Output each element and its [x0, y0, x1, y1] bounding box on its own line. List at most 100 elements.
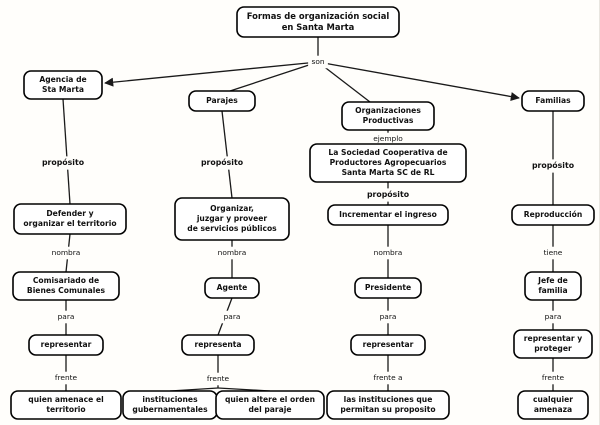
edge-label-frente-4: frente [542, 373, 565, 382]
node-label: Formas de organización social [247, 11, 390, 21]
node-label: territorio [46, 405, 85, 414]
node-label: organizar el territorio [23, 219, 116, 228]
node-label: Bienes Comunales [27, 286, 106, 295]
edge-label-layer: propósito propósito ejemplo propósito propós… [38, 55, 578, 386]
node-label: Sta Marta [42, 85, 84, 94]
edge-label-bg [197, 156, 247, 170]
edge-label-bg [375, 310, 401, 324]
edge-label-ejemplo: ejemplo [373, 134, 403, 143]
edge-label-bg [538, 246, 568, 260]
node-label: Productores Agropecuarios [330, 158, 447, 167]
edge-label-bg [371, 246, 405, 260]
node-label: Presidente [365, 283, 411, 292]
connector-root-parajes [229, 61, 319, 92]
edge-label-tiene: tiene [544, 248, 563, 257]
edge-label-para-1: para [58, 312, 75, 321]
node-label: Comisariado de [33, 276, 99, 285]
edge-label-bg [528, 159, 578, 173]
node-label: quien amenace el [28, 395, 103, 404]
node-label: La Sociedad Cooperativa de [328, 148, 447, 157]
node-label: instituciones [142, 395, 198, 404]
edge-label-nombra-3: nombra [374, 248, 403, 257]
node-label: representa [194, 340, 241, 349]
node-label: cualquier [533, 395, 573, 404]
node-presidente[interactable]: Presidente [354, 277, 422, 299]
edge-label-frente-a: frente a [373, 373, 402, 382]
node-label: proteger [534, 344, 572, 353]
node-label: del paraje [248, 405, 291, 414]
node-incrementar[interactable]: Incrementar el ingreso [327, 204, 449, 226]
node-label: representar y [524, 334, 582, 343]
node-label: las instituciones que [344, 395, 433, 404]
edge-label-para-2: para [224, 312, 241, 321]
edge-label-frente-2: frente [207, 374, 230, 383]
edge-label-bg [201, 372, 235, 386]
edge-label-bg [49, 371, 83, 385]
node-label: juzgar y proveer [196, 214, 268, 223]
edge-label-bg [366, 371, 410, 385]
connector-parajes-organizar [221, 110, 233, 199]
connector-root-organizaciones [317, 61, 371, 103]
node-label: Familias [535, 96, 571, 105]
node-representar1[interactable]: representar [28, 334, 104, 356]
node-label: en Santa Marta [282, 22, 355, 32]
edge-label-para-3: para [380, 312, 397, 321]
node-representa[interactable]: representa [181, 334, 255, 356]
connector-agencia-defender [62, 98, 71, 205]
node-label: Santa Marta SC de RL [342, 168, 435, 177]
node-label: Agencia de [39, 75, 86, 84]
edge-label-proposito-2: propósito [201, 158, 244, 167]
edge-label-son: son [311, 57, 324, 66]
edge-label-bg [536, 371, 570, 385]
node-label: Reproducción [524, 210, 582, 219]
edge-label-bg [49, 246, 83, 260]
node-label: familia [538, 286, 567, 295]
node-label: Jefe de [537, 276, 568, 285]
edge-label-bg [308, 55, 328, 69]
node-label: Productivas [363, 116, 414, 125]
edge-label-para-4: para [545, 312, 562, 321]
edge-label-frente-1: frente [55, 373, 78, 382]
node-label: Organizar, [210, 204, 254, 213]
edge-label-bg [53, 310, 79, 324]
edge-label-bg [363, 188, 413, 202]
edge-label-proposito-3: propósito [367, 190, 410, 199]
connector-root-agencia [104, 61, 319, 87]
node-label: quien altere el orden [225, 395, 315, 404]
node-label: Incrementar el ingreso [339, 210, 437, 219]
node-label: gubernamentales [132, 405, 208, 414]
node-representar2[interactable]: representar [350, 334, 426, 356]
node-label: representar [41, 340, 92, 349]
node-label: de servicios públicos [187, 224, 277, 233]
edge-label-nombra-2: nombra [218, 248, 247, 257]
edge-label-proposito-1: propósito [42, 158, 85, 167]
node-agente[interactable]: Agente [204, 277, 260, 299]
node-familias[interactable]: Familias [521, 90, 585, 112]
node-label: permitan su proposito [340, 405, 435, 414]
node-label: Organizaciones [355, 106, 421, 115]
node-label: Agente [217, 283, 248, 292]
edge-label-bg [215, 246, 249, 260]
node-label: representar [363, 340, 414, 349]
node-reproduccion[interactable]: Reproducción [511, 204, 595, 226]
edge-label-proposito-4: propósito [532, 161, 575, 170]
node-parajes[interactable]: Parajes [188, 90, 256, 112]
connector-root-familias [317, 61, 520, 102]
edge-label-bg [38, 156, 88, 170]
